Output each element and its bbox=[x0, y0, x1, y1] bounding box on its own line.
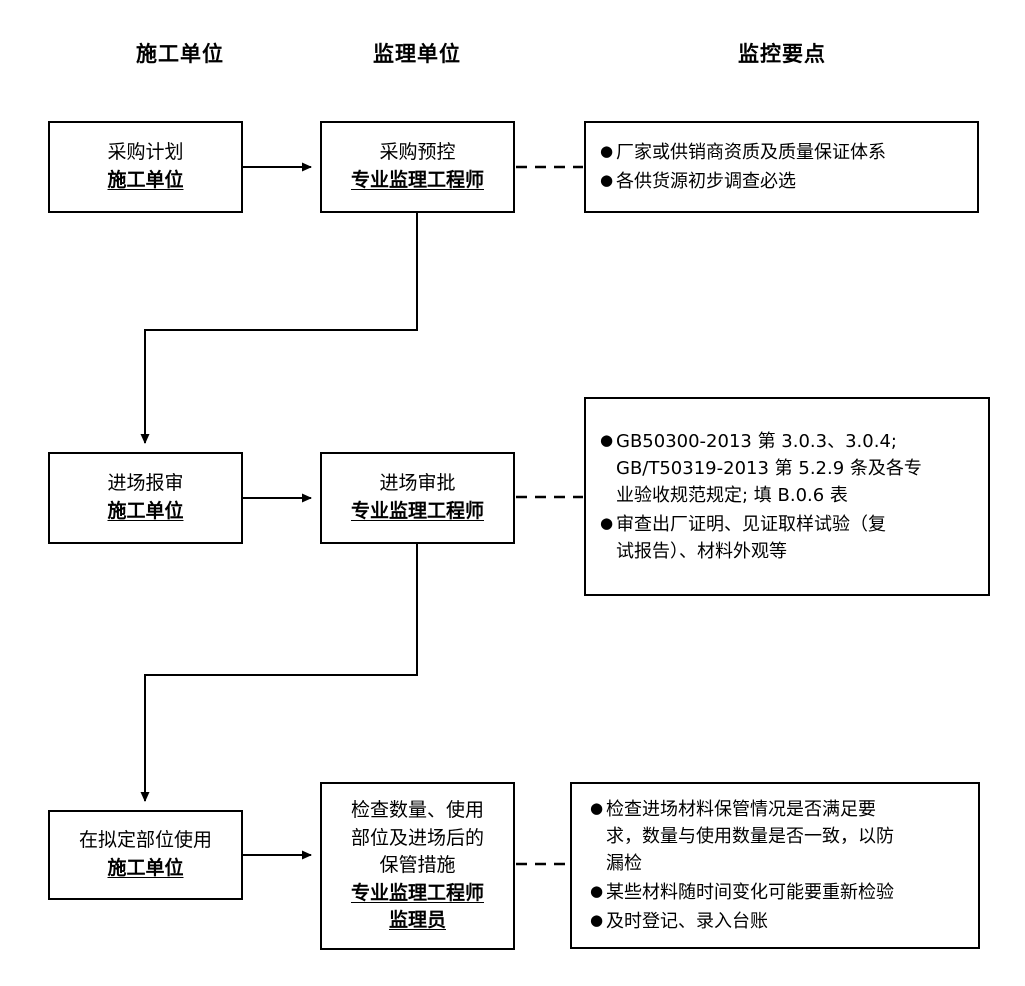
node-title: 采购计划 bbox=[107, 141, 184, 164]
column-header-control-points: 监控要点 bbox=[738, 42, 826, 66]
bullet-item: ● 审查出厂证明、见证取样试验（复 试报告）、材料外观等 bbox=[600, 511, 976, 565]
node-entry-approval[interactable]: 进场审批 专业监理工程师 bbox=[320, 452, 515, 544]
panel-entry-points: ● GB50300-2013 第 3.0.3、3.0.4; GB/T50319-… bbox=[584, 397, 990, 596]
node-role: 施工单位 bbox=[107, 500, 184, 522]
bullet-dot-icon: ● bbox=[600, 514, 614, 532]
bullet-text: 审查出厂证明、见证取样试验（复 试报告）、材料外观等 bbox=[616, 514, 886, 562]
node-title: 在拟定部位使用 bbox=[78, 829, 212, 852]
arrow-precontrol-to-entry-report bbox=[140, 213, 418, 444]
bullet-text: 厂家或供销商资质及质量保证体系 bbox=[616, 142, 886, 163]
bullet-item: ● 厂家或供销商资质及质量保证体系 bbox=[600, 139, 965, 166]
column-header-construction: 施工单位 bbox=[136, 42, 224, 66]
bullet-item: ● 及时登记、录入台账 bbox=[590, 908, 966, 935]
node-title: 进场报审 bbox=[107, 472, 184, 495]
bullet-dot-icon: ● bbox=[600, 431, 614, 449]
panel-purchase-points: ● 厂家或供销商资质及质量保证体系 ● 各供货源初步调查必选 bbox=[584, 121, 979, 213]
node-role: 专业监理工程师 bbox=[350, 881, 484, 904]
node-title: 进场审批 bbox=[379, 472, 456, 495]
bullet-text: GB50300-2013 第 3.0.3、3.0.4; GB/T50319-20… bbox=[616, 431, 922, 506]
node-role-secondary: 监理员 bbox=[388, 909, 446, 932]
bullet-item: ● GB50300-2013 第 3.0.3、3.0.4; GB/T50319-… bbox=[600, 428, 976, 509]
node-use-at-location[interactable]: 在拟定部位使用 施工单位 bbox=[48, 810, 243, 900]
bullet-item: ● 某些材料随时间变化可能要重新检验 bbox=[590, 879, 966, 906]
bullet-dot-icon: ● bbox=[590, 799, 604, 817]
bullet-dot-icon: ● bbox=[600, 142, 614, 160]
bullet-dot-icon: ● bbox=[590, 911, 604, 929]
bullet-dot-icon: ● bbox=[600, 171, 614, 189]
node-role: 施工单位 bbox=[107, 169, 184, 191]
column-header-supervision: 监理单位 bbox=[373, 42, 461, 66]
node-role: 施工单位 bbox=[107, 857, 184, 879]
node-role: 专业监理工程师 bbox=[350, 500, 484, 522]
bullet-dot-icon: ● bbox=[590, 882, 604, 900]
bullet-item: ● 检查进场材料保管情况是否满足要 求，数量与使用数量是否一致，以防 漏检 bbox=[590, 796, 966, 877]
node-title: 检查数量、使用 部位及进场后的 保管措施 bbox=[350, 799, 484, 877]
bullet-text: 某些材料随时间变化可能要重新检验 bbox=[606, 882, 894, 903]
panel-use-points: ● 检查进场材料保管情况是否满足要 求，数量与使用数量是否一致，以防 漏检 ● … bbox=[570, 782, 980, 949]
bullet-item: ● 各供货源初步调查必选 bbox=[600, 168, 965, 195]
node-check-quantity[interactable]: 检查数量、使用 部位及进场后的 保管措施 专业监理工程师 监理员 bbox=[320, 782, 515, 950]
node-purchase-plan[interactable]: 采购计划 施工单位 bbox=[48, 121, 243, 213]
node-title: 采购预控 bbox=[379, 141, 456, 164]
arrow-approval-to-use bbox=[140, 544, 418, 802]
bullet-text: 及时登记、录入台账 bbox=[606, 911, 768, 932]
node-entry-report[interactable]: 进场报审 施工单位 bbox=[48, 452, 243, 544]
bullet-text: 检查进场材料保管情况是否满足要 求，数量与使用数量是否一致，以防 漏检 bbox=[606, 799, 894, 874]
node-role: 专业监理工程师 bbox=[350, 169, 484, 191]
node-purchase-precontrol[interactable]: 采购预控 专业监理工程师 bbox=[320, 121, 515, 213]
bullet-text: 各供货源初步调查必选 bbox=[616, 171, 796, 192]
